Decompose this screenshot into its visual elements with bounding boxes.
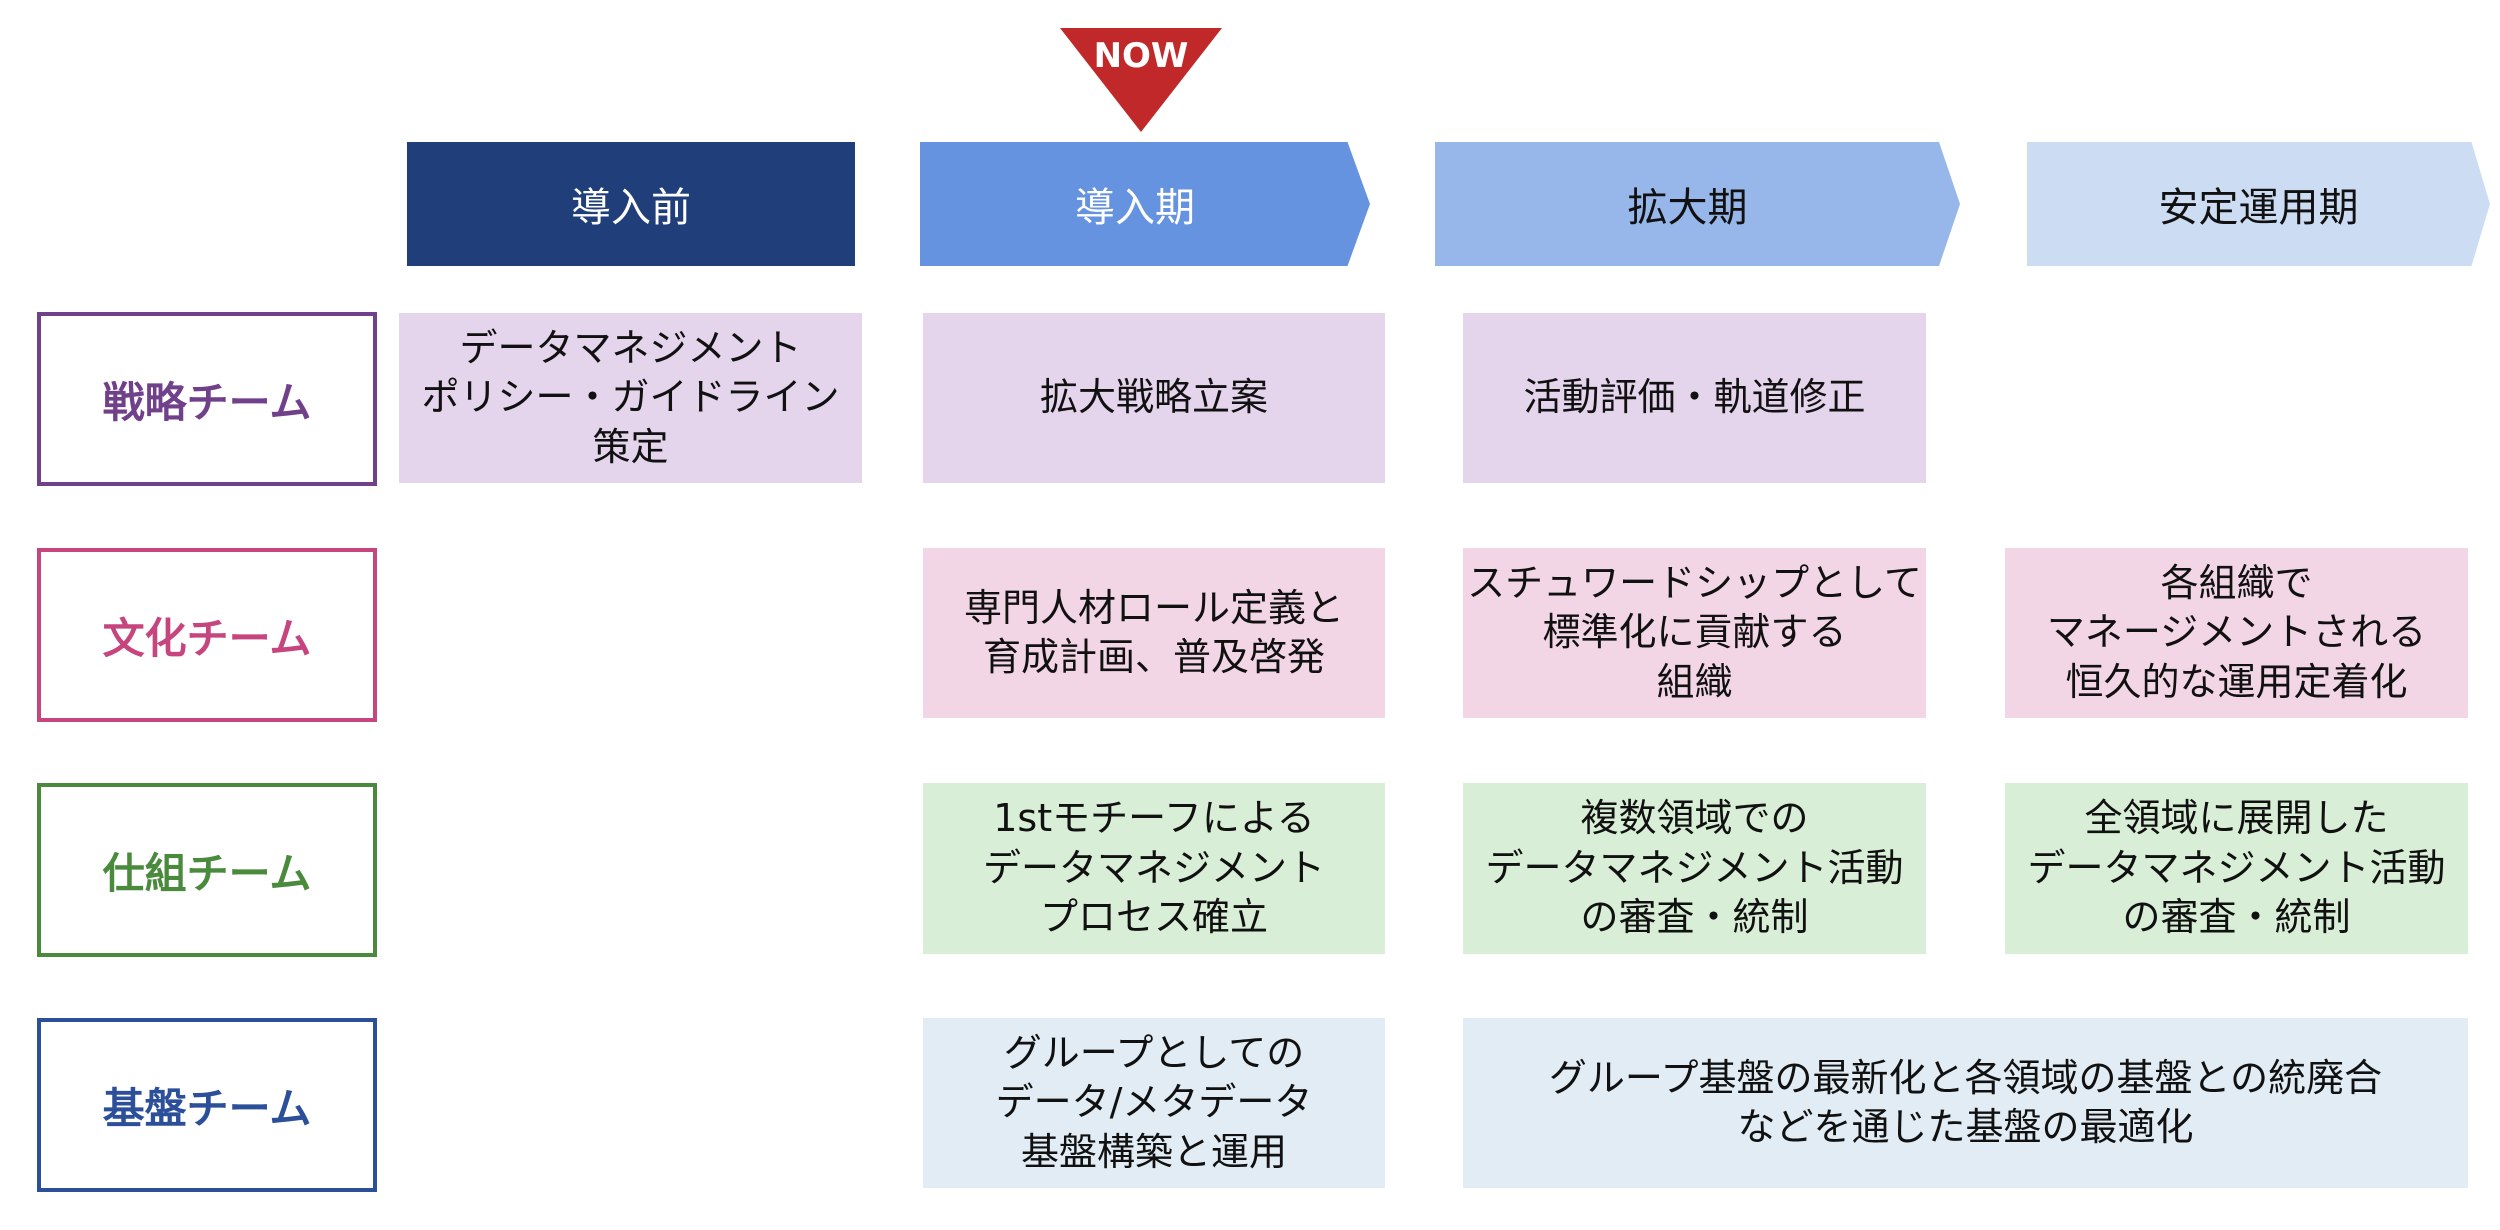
phase-expansion: 拡大期 — [1435, 142, 1960, 266]
cell-strategy-intro: 拡大戦略立案 — [923, 313, 1385, 483]
phase-label: 拡大期 — [1627, 185, 1748, 231]
cell-mechanism-expansion: 複数領域での データマネジメント活動 の審査・統制 — [1463, 783, 1926, 954]
cell-infrastructure-expansion-stable: グループ基盤の最新化と各領域の基盤との統廃合 などを通じた基盤の最適化 — [1463, 1018, 2468, 1188]
phase-label: 安定運用期 — [2158, 185, 2359, 231]
phase-pre-introduction: 導入前 — [407, 142, 855, 266]
cell-mechanism-stable: 全領域に展開した データマネジメント活動 の審査・統制 — [2005, 783, 2468, 954]
phase-label: 導入期 — [1075, 185, 1195, 231]
cell-strategy-expansion: 活動評価・軌道修正 — [1463, 313, 1926, 483]
now-triangle-icon — [1060, 28, 1222, 132]
team-label: 基盤チーム — [102, 1083, 312, 1133]
phase-stable-operation: 安定運用期 — [2027, 142, 2490, 266]
cell-mechanism-intro: 1stモチーフによる データマネジメント プロセス確立 — [923, 783, 1385, 954]
phase-label: 導入前 — [571, 185, 691, 231]
team-culture: 文化チーム — [37, 548, 377, 722]
cell-culture-intro: 専門人材ロール定義と 育成計画、普及啓発 — [923, 548, 1385, 718]
now-marker: NOW — [1060, 28, 1222, 132]
cell-infrastructure-intro: グループとしての データ/メタデータ 基盤構築と運用 — [923, 1018, 1385, 1188]
team-label: 仕組チーム — [102, 848, 312, 898]
cell-culture-expansion: スチュワードシップとして 標準化に貢献する 組織 — [1463, 548, 1926, 718]
cell-culture-stable: 各組織で マネージメントされる 恒久的な運用定着化 — [2005, 548, 2468, 718]
team-label: 文化チーム — [102, 613, 312, 663]
now-label: NOW — [1093, 36, 1189, 76]
team-mechanism: 仕組チーム — [37, 783, 377, 957]
team-strategy: 戦略チーム — [37, 312, 377, 486]
phase-introduction: 導入期 — [920, 142, 1370, 266]
team-label: 戦略チーム — [102, 377, 312, 427]
team-infrastructure: 基盤チーム — [37, 1018, 377, 1192]
cell-strategy-pre: データマネジメント ポリシー・ガイドライン 策定 — [399, 313, 862, 483]
